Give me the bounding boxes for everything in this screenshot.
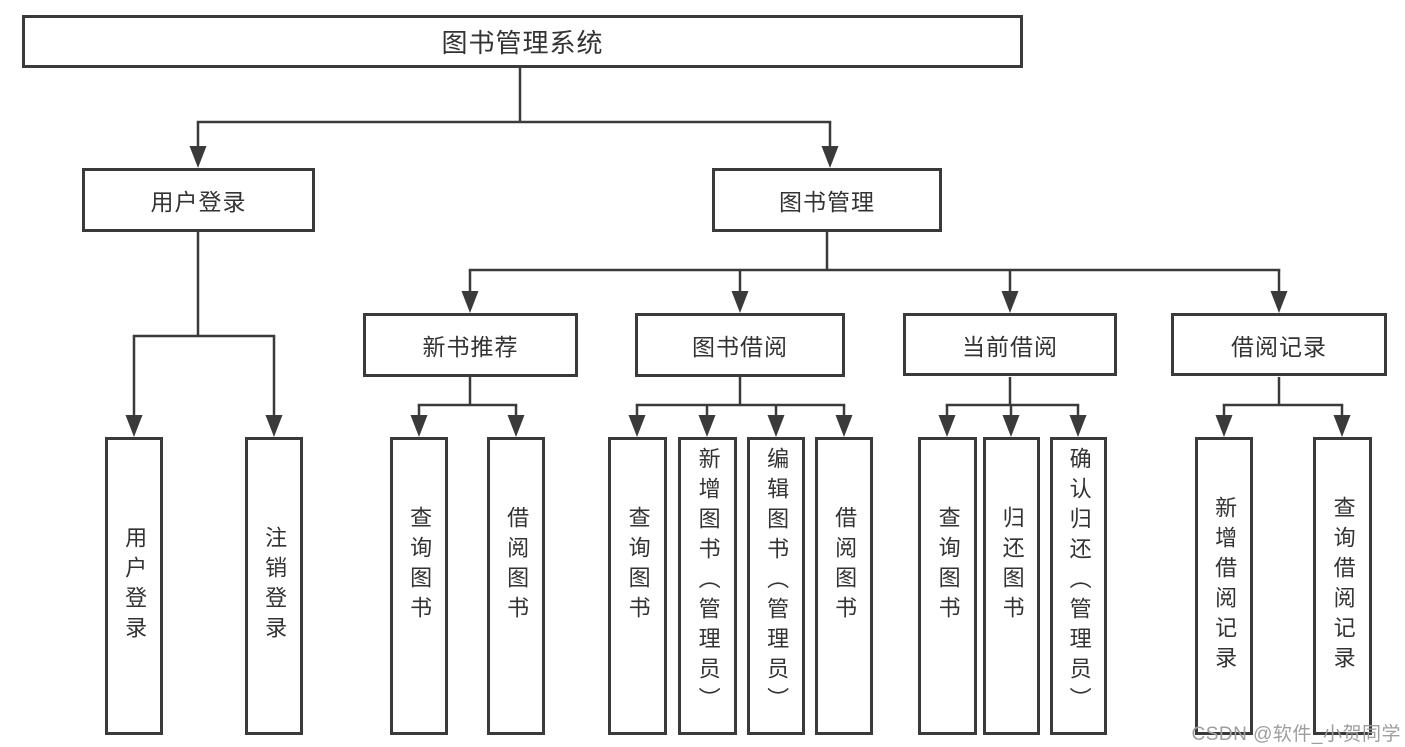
leaf-query-books-current: 查询图书 (918, 437, 977, 735)
node-borrowing-records: 借阅记录 (1171, 313, 1387, 376)
node-current-borrowing: 当前借阅 (903, 313, 1117, 376)
node-label: 图书借阅 (692, 334, 788, 360)
leaf-label: 新增图书（管理员） (695, 447, 721, 717)
node-book-management: 图书管理 (712, 168, 942, 232)
leaf-label: 确认归还（管理员） (1066, 447, 1092, 717)
leaf-borrow-books-recommend: 借阅图书 (487, 437, 545, 735)
leaf-label: 查询图书 (407, 506, 433, 626)
leaf-label: 查询图书 (935, 506, 961, 626)
leaf-label: 用户登录 (122, 526, 148, 646)
leaf-label: 新增借阅记录 (1212, 496, 1238, 676)
node-library-management-system: 图书管理系统 (22, 15, 1023, 68)
leaf-label: 查询借阅记录 (1330, 496, 1356, 676)
leaf-label: 借阅图书 (832, 506, 858, 626)
leaf-add-books-admin: 新增图书（管理员） (678, 437, 737, 735)
node-label: 图书管理 (779, 189, 875, 215)
leaf-label: 注销登录 (262, 526, 288, 646)
node-label: 新书推荐 (422, 334, 519, 360)
node-book-borrowing: 图书借阅 (635, 313, 845, 377)
node-user-login: 用户登录 (82, 168, 315, 232)
node-label: 借阅记录 (1231, 333, 1327, 360)
leaf-add-borrow-record: 新增借阅记录 (1195, 437, 1253, 735)
leaf-borrow-books: 借阅图书 (815, 437, 873, 735)
leaf-query-books-recommend: 查询图书 (390, 437, 448, 735)
node-label: 图书管理系统 (441, 28, 604, 58)
leaf-return-books: 归还图书 (983, 437, 1040, 735)
leaf-label: 借阅图书 (504, 506, 530, 626)
node-label: 当前借阅 (962, 333, 1058, 360)
leaf-query-books-borrow: 查询图书 (608, 437, 667, 735)
leaf-label: 查询图书 (625, 506, 651, 626)
leaf-edit-books-admin: 编辑图书（管理员） (747, 437, 805, 735)
leaf-label: 编辑图书（管理员） (764, 447, 790, 717)
leaf-logout-login: 注销登录 (245, 437, 303, 735)
csdn-watermark: CSDN @软件_小贺同学 (1191, 724, 1401, 745)
leaf-confirm-return-admin: 确认归还（管理员） (1050, 437, 1107, 735)
node-label: 用户登录 (150, 189, 247, 215)
node-new-book-recommendation: 新书推荐 (363, 313, 578, 377)
leaf-query-borrow-record: 查询借阅记录 (1313, 437, 1372, 735)
connector-arrowheads (125, 146, 1351, 437)
leaf-label: 归还图书 (999, 506, 1025, 626)
leaf-user-login: 用户登录 (105, 437, 163, 735)
